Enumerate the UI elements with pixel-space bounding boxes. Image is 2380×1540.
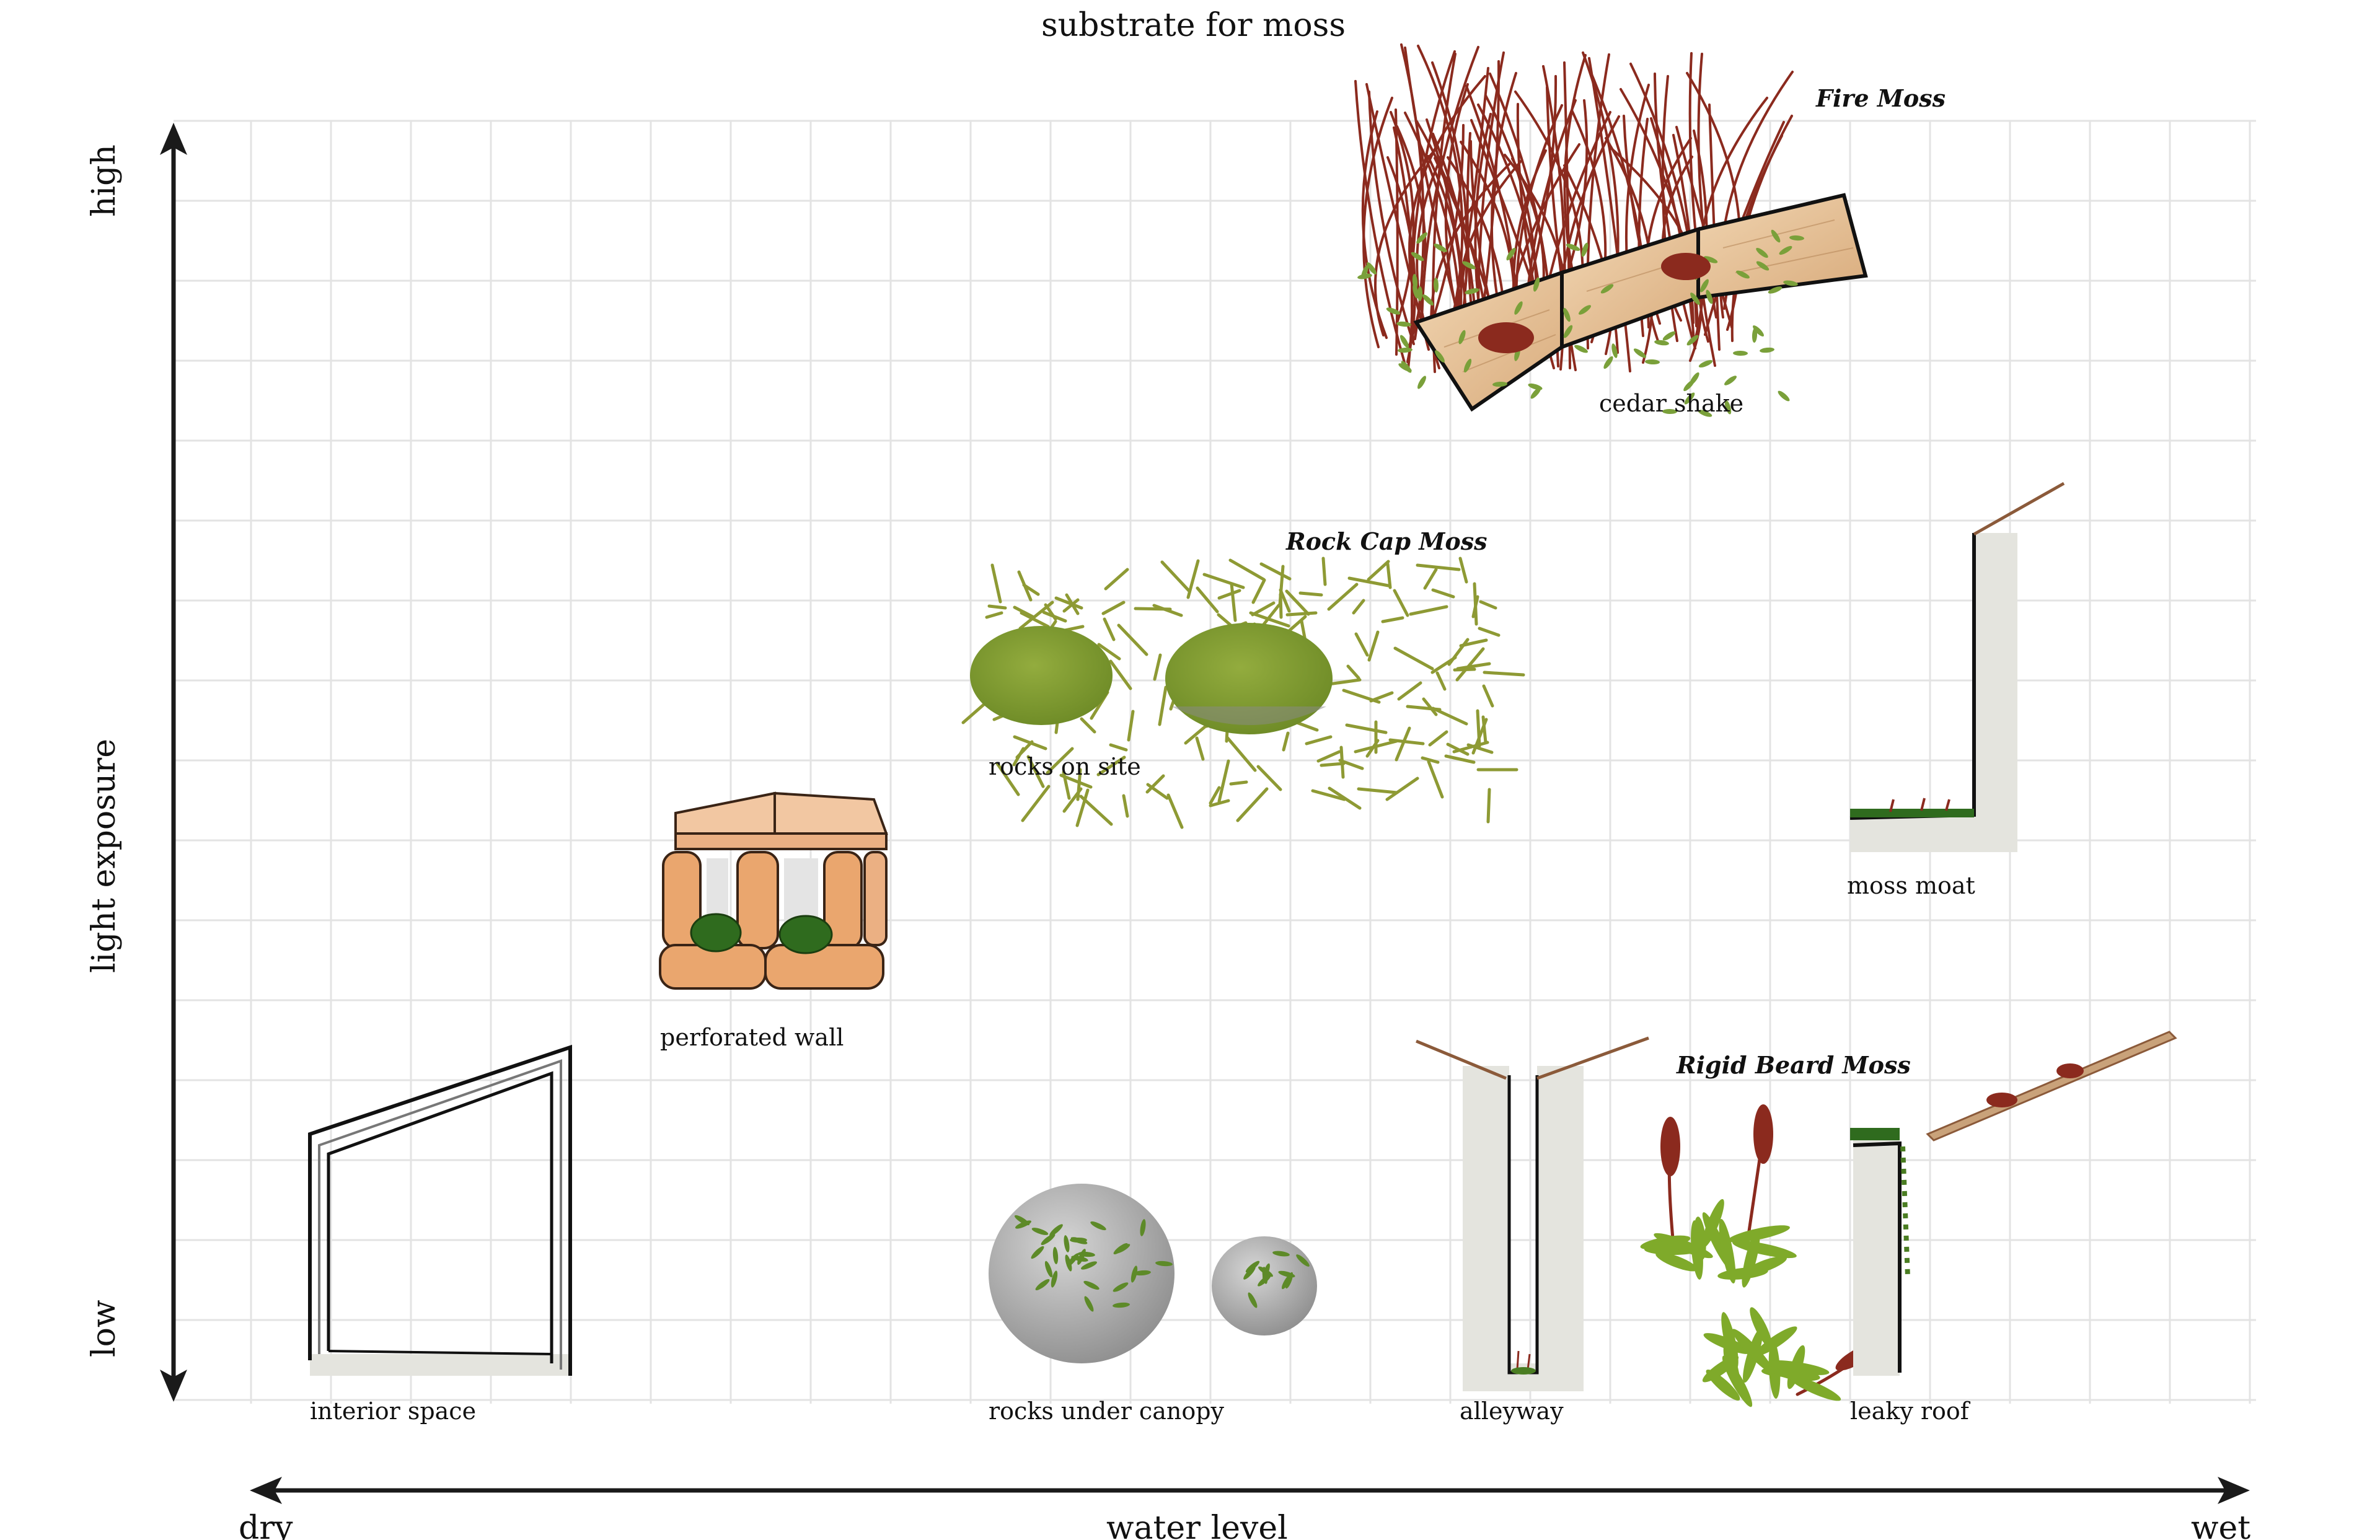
canopy-rock-small (1212, 1236, 1317, 1335)
alleyway-label: alleyway (1460, 1397, 1564, 1425)
rocks-on-site-label: rocks on site (989, 753, 1141, 780)
wall-moss (690, 913, 833, 954)
rocks-on-site-illustration (961, 557, 1525, 829)
cedar-shake-label: cedar shake (1599, 390, 1744, 417)
y-axis-high: high (86, 144, 123, 217)
axis-arrow-down (160, 1370, 187, 1402)
brick-top-right (774, 791, 888, 835)
background-grid (174, 120, 2256, 1404)
moss-moat-wall (1849, 533, 1976, 820)
x-axis-dry: dry (239, 1510, 293, 1540)
alleyway-illustration (1416, 1036, 1649, 1391)
cedar-shake-illustration (1354, 43, 1868, 417)
rigid-beard-moss-label: Rigid Beard Moss (1677, 1051, 1911, 1079)
cedar-shake-board-3 (1696, 193, 1868, 300)
y-axis-low: low (86, 1300, 123, 1357)
axis-arrow-up (160, 123, 187, 155)
y-axis-label: light exposure (86, 739, 123, 973)
leaky-roof-illustration (1850, 1031, 2177, 1376)
rocks-under-canopy-label: rocks under canopy (989, 1397, 1225, 1425)
water-level-axis (250, 1477, 2250, 1504)
rock-left (970, 626, 1113, 725)
moss-moat-illustration (1849, 482, 2065, 852)
interior-space-label: interior space (310, 1397, 477, 1425)
fire-moss-leaves (1357, 229, 1804, 417)
leaky-roof-board (1926, 1031, 2177, 1142)
interior-space-illustration (308, 1044, 572, 1376)
brick-bottom-right (764, 944, 884, 990)
alleyway-walls (1507, 1075, 1539, 1375)
fire-moss-tuft (1478, 253, 1711, 353)
brick-pillar-4 (863, 851, 888, 946)
rigid-beard-moss-plants (1640, 1104, 1877, 1407)
x-axis-label: water level (1106, 1510, 1288, 1540)
light-exposure-axis (160, 123, 187, 1402)
diagram-title: substrate for moss (1041, 7, 1346, 44)
axis-arrow-right (2218, 1477, 2250, 1504)
leaky-roof-moss (1986, 1063, 2084, 1107)
brick-pillar-2 (736, 851, 779, 949)
leaky-roof-wall (1853, 1141, 1902, 1373)
moss-moat-label: moss moat (1847, 872, 1975, 899)
canopy-moss-leaves (1014, 1215, 1310, 1312)
brick-bar-top (674, 832, 888, 850)
alleyway-moss (1511, 1350, 1536, 1375)
perforated-wall-illustration (659, 791, 888, 990)
interior-floor (310, 1354, 570, 1376)
interior-frame-outer (308, 1044, 572, 1376)
rock-cap-moss-label: Rock Cap Moss (1286, 527, 1488, 555)
perforated-wall-label: perforated wall (660, 1024, 844, 1051)
axis-arrow-left (250, 1477, 282, 1504)
x-axis-wet: wet (2191, 1510, 2251, 1540)
rocks-under-canopy-illustration (989, 1184, 1317, 1363)
fire-moss-label: Fire Moss (1816, 84, 1946, 112)
leaky-roof-label: leaky roof (1850, 1397, 1969, 1425)
